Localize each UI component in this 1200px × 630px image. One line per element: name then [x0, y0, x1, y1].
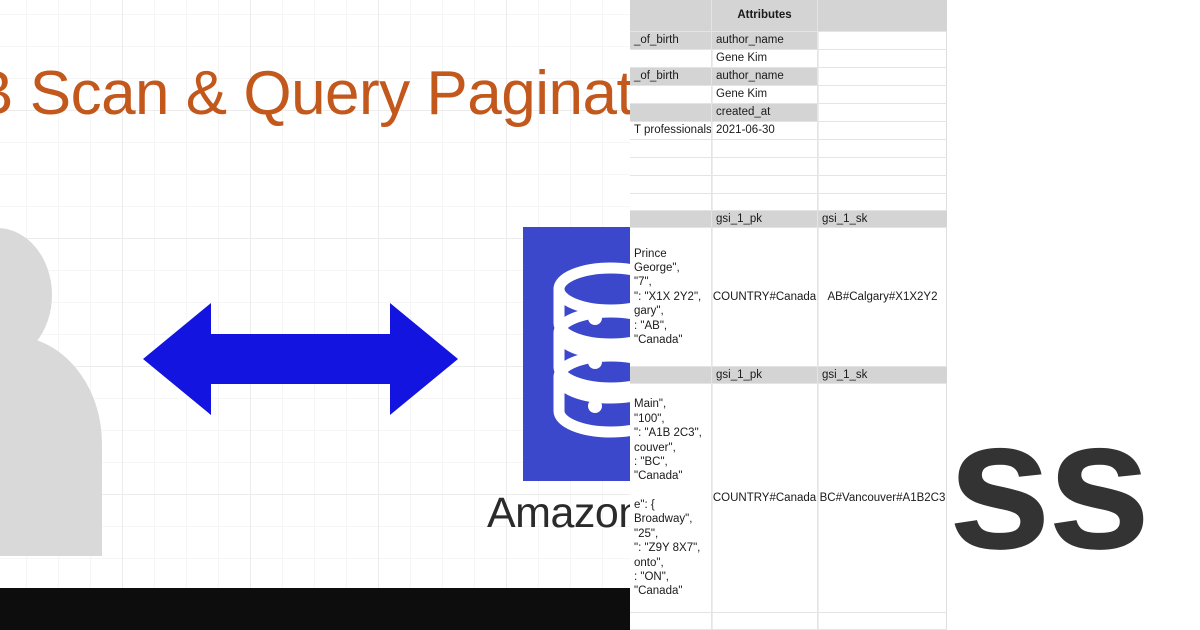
table-cell[interactable] [818, 140, 947, 157]
table-cell[interactable]: COUNTRY#Canada [712, 384, 818, 612]
table-cell[interactable]: author_name [712, 68, 818, 85]
table-row[interactable]: Gene Kim [630, 50, 947, 68]
table-cell[interactable] [818, 86, 947, 103]
table-cell[interactable]: created_at [712, 104, 818, 121]
table-cell[interactable] [818, 176, 947, 193]
table-row[interactable]: Main", "100", ": "A1B 2C3", couver", : "… [630, 384, 947, 613]
column-rule-2 [818, 0, 819, 630]
table-row[interactable] [630, 140, 947, 158]
table-cell[interactable] [712, 158, 818, 175]
amazon-wordmark-label: Amazon [487, 489, 630, 537]
table-row[interactable]: T professionals.2021-06-30 [630, 122, 947, 140]
table-cell[interactable]: AB#Calgary#X1X2Y2 [827, 290, 938, 303]
person-silhouette-icon [0, 228, 102, 556]
table-cell[interactable] [712, 176, 818, 193]
table-cell[interactable] [630, 176, 712, 193]
table-cell[interactable] [818, 104, 947, 121]
table-cell[interactable]: 2021-06-30 [712, 122, 818, 139]
grid-background-panel: DynamoDB Scan & Query Pagination [0, 0, 630, 630]
table-cell[interactable]: gsi_1_pk [712, 211, 818, 227]
table-cell[interactable] [630, 0, 712, 31]
table-cell[interactable] [818, 613, 947, 629]
table-cell[interactable]: COUNTRY#Canada [712, 228, 818, 366]
amazon-dynamodb-logo [523, 227, 630, 481]
table-cell[interactable] [630, 86, 712, 103]
table-cell[interactable]: Attributes [712, 0, 818, 31]
table-cell[interactable] [712, 613, 818, 629]
table-cell[interactable] [818, 158, 947, 175]
table-cell[interactable] [818, 0, 947, 31]
table-cell[interactable] [712, 194, 818, 210]
table-cell[interactable] [818, 50, 947, 67]
column-rule-1 [712, 0, 713, 630]
table-cell[interactable] [630, 613, 712, 629]
table-row[interactable] [630, 613, 947, 630]
table-row[interactable]: created_at [630, 104, 947, 122]
aws-wordmark-fragment: ss [948, 381, 1151, 588]
table-row[interactable]: Attributes [630, 0, 947, 32]
table-cell[interactable]: Main", "100", ": "A1B 2C3", couver", : "… [630, 384, 712, 612]
table-row[interactable] [630, 158, 947, 176]
database-cylinder-icon [553, 262, 630, 438]
table-cell[interactable] [818, 32, 947, 49]
table-cell[interactable]: T professionals. [630, 122, 712, 139]
table-cell[interactable]: _of_birth [630, 32, 712, 49]
table-cell[interactable]: gsi_1_sk [818, 211, 947, 227]
table-cell[interactable] [818, 68, 947, 85]
table-cell[interactable]: Gene Kim [712, 86, 818, 103]
table-cell[interactable]: author_name [712, 32, 818, 49]
table-cell[interactable]: Gene Kim [712, 50, 818, 67]
table-cell[interactable] [818, 122, 947, 139]
table-cell[interactable] [630, 211, 712, 227]
bottom-black-bar [0, 588, 630, 630]
double-headed-arrow-icon [143, 303, 458, 415]
table-cell[interactable] [630, 104, 712, 121]
table-row[interactable] [630, 176, 947, 194]
table-cell[interactable] [630, 158, 712, 175]
table-cell[interactable]: BC#Vancouver#A1B2C3 [819, 491, 946, 504]
table-cell[interactable] [712, 140, 818, 157]
table-row[interactable]: Gene Kim [630, 86, 947, 104]
table-cell[interactable]: gsi_1_pk [712, 367, 818, 383]
table-cell[interactable]: Prince George", "7", ": "X1X 2Y2", gary"… [630, 228, 712, 366]
table-cell[interactable]: gsi_1_sk [818, 367, 947, 383]
table-cell[interactable] [630, 50, 712, 67]
person-body-shape [0, 336, 102, 556]
table-cell[interactable] [630, 140, 712, 157]
table-cell[interactable] [818, 194, 947, 210]
table-cell[interactable]: _of_birth [630, 68, 712, 85]
table-cell[interactable] [630, 367, 712, 383]
table-row[interactable] [630, 194, 947, 211]
table-cell[interactable] [630, 194, 712, 210]
table-row[interactable]: Prince George", "7", ": "X1X 2Y2", gary"… [630, 228, 947, 367]
page-title: DynamoDB Scan & Query Pagination [0, 59, 630, 128]
